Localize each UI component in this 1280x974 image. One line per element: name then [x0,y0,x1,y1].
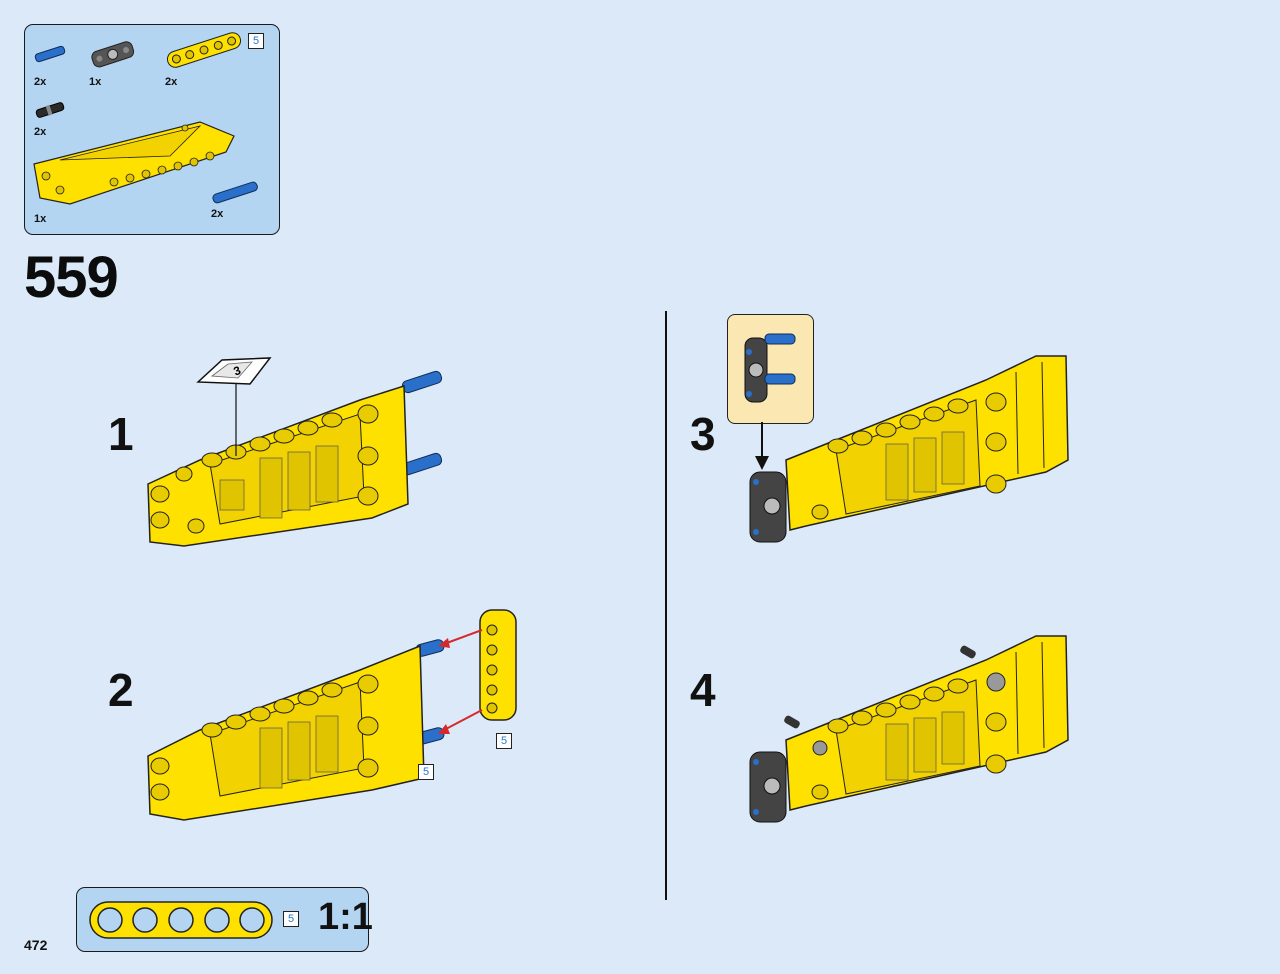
length-badge: 5 [248,33,264,49]
gray-connector-icon [91,41,135,68]
connector-subassembly-icon [744,333,796,403]
length-badge: 5 [496,733,512,749]
substep-label: 1 [108,408,134,460]
step-divider [665,311,667,900]
yellow-beam-icon [166,32,242,68]
step-number: 559 [24,245,119,310]
qty-label: 2x [34,126,47,138]
sticker-number: 3 [232,363,243,379]
qty-label: 1x [34,213,47,225]
length-badge: 5 [418,764,434,780]
qty-label: 2x [34,76,47,88]
substep-label: 3 [690,408,716,460]
black-pin-icon [35,102,65,118]
scale-beam-icon [89,901,273,939]
panel-assembly-step3 [749,355,1069,543]
qty-label: 2x [211,208,224,220]
panel-assembly-step4 [749,635,1069,823]
panel-assembly-step1: 3 [147,357,443,547]
yellow-panel-icon [33,121,235,205]
down-arrow-icon [755,422,769,470]
subassembly-callout [727,314,814,424]
panel-assembly-step2 [147,609,517,821]
substep-label: 2 [108,664,134,716]
blue-axle-pin-icon [34,45,66,63]
qty-label: 1x [89,76,102,88]
blue-long-pin-icon [212,181,258,204]
scale-ratio: 1:1 [318,896,373,938]
qty-label: 2x [165,76,178,88]
substep-label: 4 [690,664,716,716]
page-number: 472 [24,937,48,953]
scale-length-badge: 5 [283,911,299,927]
